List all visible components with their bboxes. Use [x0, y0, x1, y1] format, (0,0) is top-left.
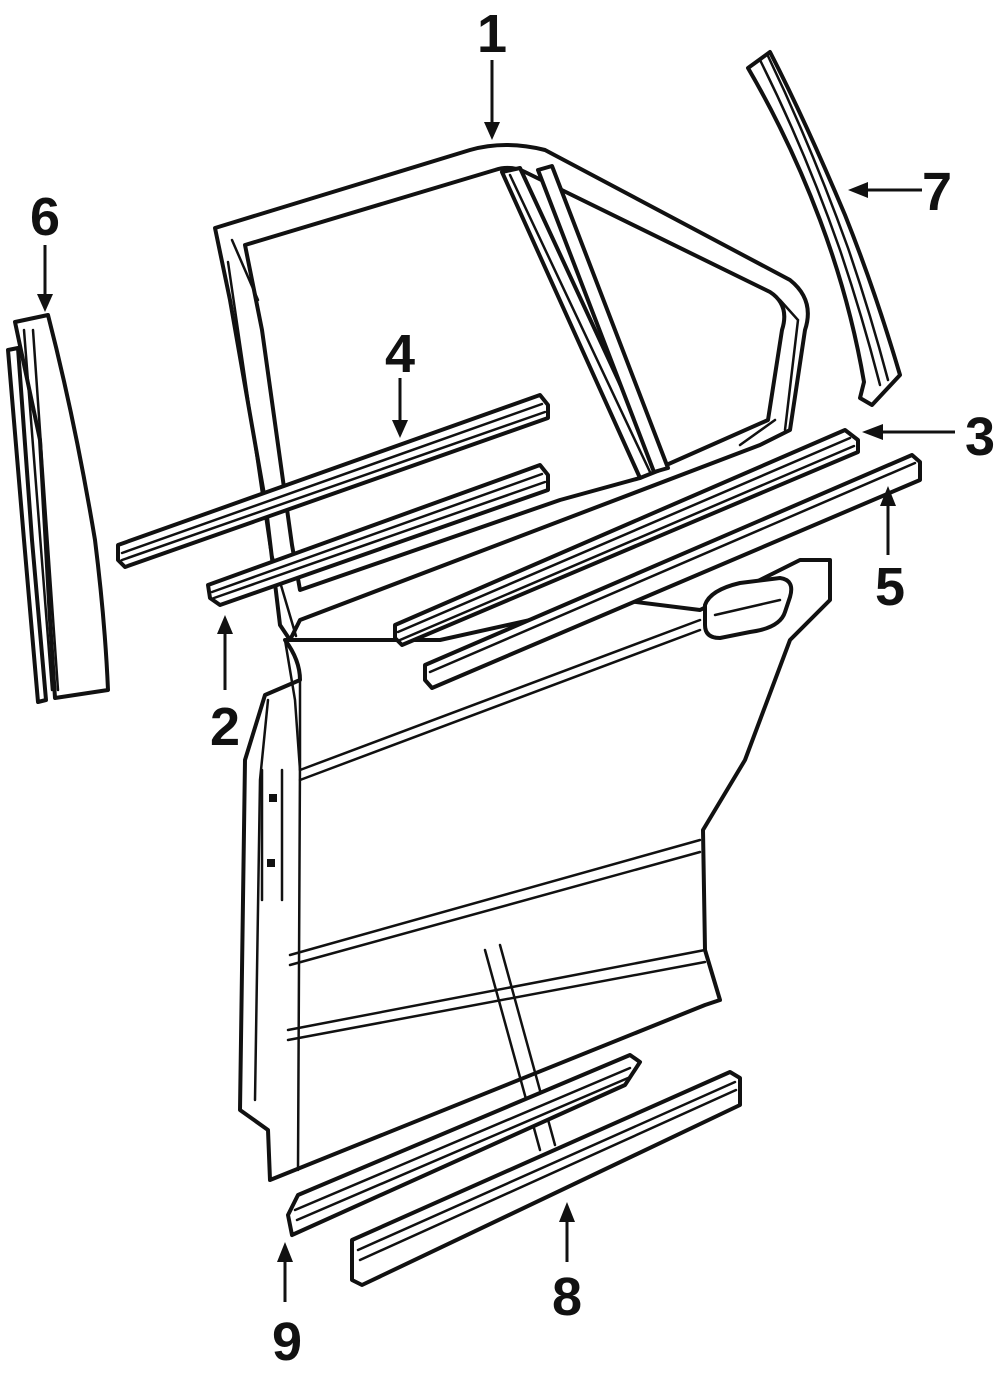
- callout-4: 4: [385, 324, 415, 384]
- part-9-rocker-inner-molding: [286, 1053, 642, 1237]
- callout-labels: 1 2 3 4 5 6 7 8 9: [30, 4, 995, 1372]
- callout-1: 1: [477, 4, 507, 64]
- part-6-door-edge-weatherstrip: [6, 313, 110, 704]
- part-4-upper-belt-molding: [116, 393, 550, 569]
- callout-9: 9: [272, 1312, 302, 1372]
- callout-5: 5: [875, 557, 905, 617]
- callout-3: 3: [965, 407, 995, 467]
- part-2-inner-belt-weatherstrip: [206, 463, 550, 607]
- callout-6: 6: [30, 187, 60, 247]
- part-8-lower-door-molding: [350, 1070, 742, 1287]
- part-3-outer-belt-molding: [393, 428, 860, 647]
- callout-8: 8: [552, 1267, 582, 1327]
- callout-leaders: [37, 60, 955, 1302]
- callout-7: 7: [922, 162, 952, 222]
- part-5-side-molding: [423, 453, 922, 690]
- part-1-door-assembly: [213, 143, 832, 1182]
- part-7-glass-run-channel: [746, 50, 902, 407]
- callout-2: 2: [210, 697, 240, 757]
